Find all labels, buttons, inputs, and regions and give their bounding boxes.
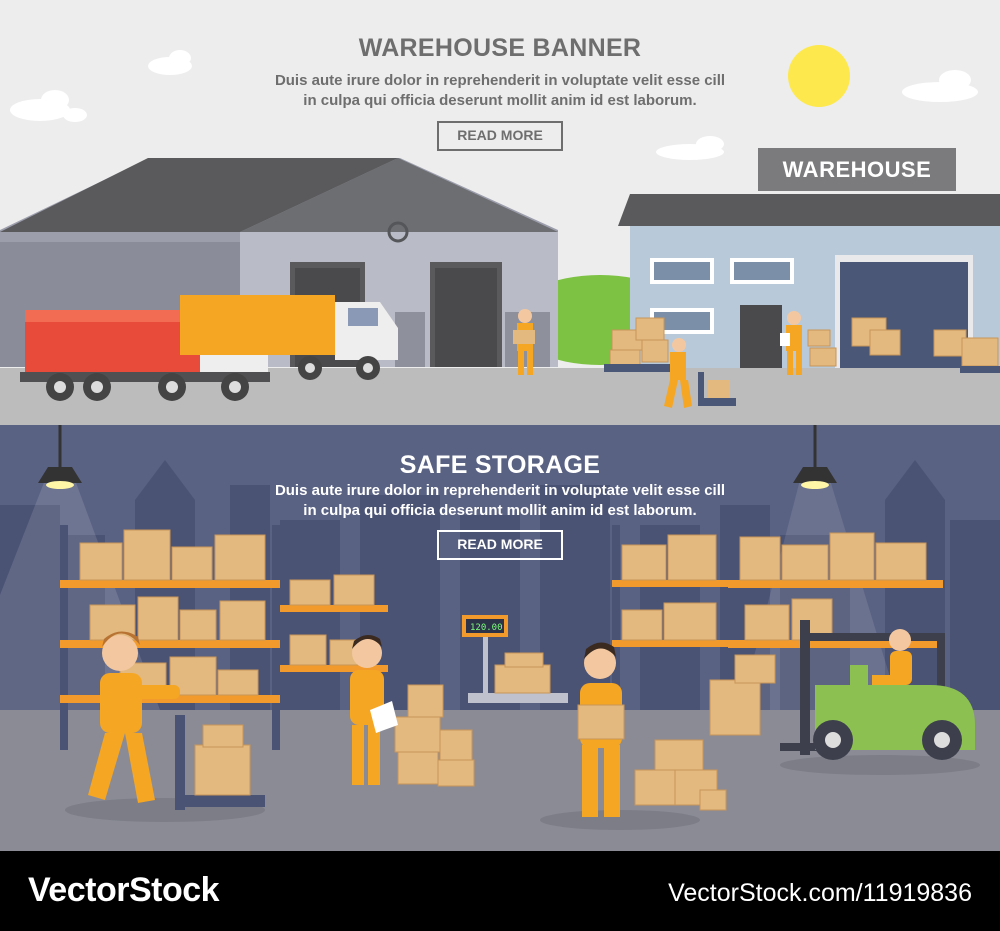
cloud-icon	[902, 70, 978, 102]
read-more-button[interactable]: READ MORE	[437, 530, 563, 560]
cardboard-boxes	[79, 529, 927, 736]
cloud-icon	[148, 50, 192, 75]
light-beam	[740, 480, 900, 710]
description-line: in culpa qui officia deserunt mollit ani…	[303, 502, 697, 519]
shadow	[540, 810, 700, 830]
floor-box-stack	[394, 684, 727, 811]
cloud-icon	[656, 136, 724, 160]
description-line: in culpa qui officia deserunt mollit ani…	[303, 92, 697, 109]
worker-pulling-pallet-jack	[664, 338, 736, 408]
worker-carrying-box	[513, 309, 535, 375]
cardboard-boxes	[609, 317, 999, 369]
forklift	[780, 620, 980, 775]
safe-storage-banner: 120.00 SAFE STORAGE Duis aute irure dolo…	[0, 425, 1000, 851]
worker-with-clipboard	[350, 634, 398, 785]
read-more-button[interactable]: READ MORE	[437, 121, 563, 151]
scale-display: 120.00	[470, 623, 503, 633]
pallet	[960, 366, 1000, 373]
worker-with-pallet-jack	[88, 631, 265, 810]
image-url: VectorStock.com/11919836	[668, 879, 972, 907]
ceiling-lamp-icon	[38, 425, 82, 489]
warehouse-interior-illustration	[0, 425, 1000, 851]
ceiling-lamp-icon	[793, 425, 837, 489]
brand-logo: VectorStock	[28, 871, 220, 909]
warehouse-sign: WAREHOUSE	[758, 148, 956, 191]
watermark-footer: VectorStock VectorStock.com/11919836	[0, 851, 1000, 931]
banner-title: WAREHOUSE BANNER	[358, 34, 642, 62]
warehouse-banner: WAREHOUSE BANNER Duis aute irure dolor i…	[0, 0, 1000, 425]
worker-carrying-box	[577, 642, 625, 817]
worker-with-clipboard	[780, 311, 802, 375]
pallet	[604, 364, 684, 372]
banner-description: Duis aute irure dolor in reprehenderit i…	[0, 481, 1000, 521]
description-line: Duis aute irure dolor in reprehenderit i…	[274, 72, 726, 89]
cloud-icon	[10, 90, 87, 122]
storage-rack-right	[612, 525, 943, 735]
platform-scale	[462, 615, 568, 703]
sun-icon	[788, 45, 850, 107]
warehouse-exterior-illustration	[0, 45, 1000, 425]
description-line: Duis aute irure dolor in reprehenderit i…	[274, 482, 726, 499]
banner-description: Duis aute irure dolor in reprehenderit i…	[0, 71, 1000, 111]
orange-truck	[180, 295, 398, 380]
banner-title: SAFE STORAGE	[399, 451, 601, 479]
